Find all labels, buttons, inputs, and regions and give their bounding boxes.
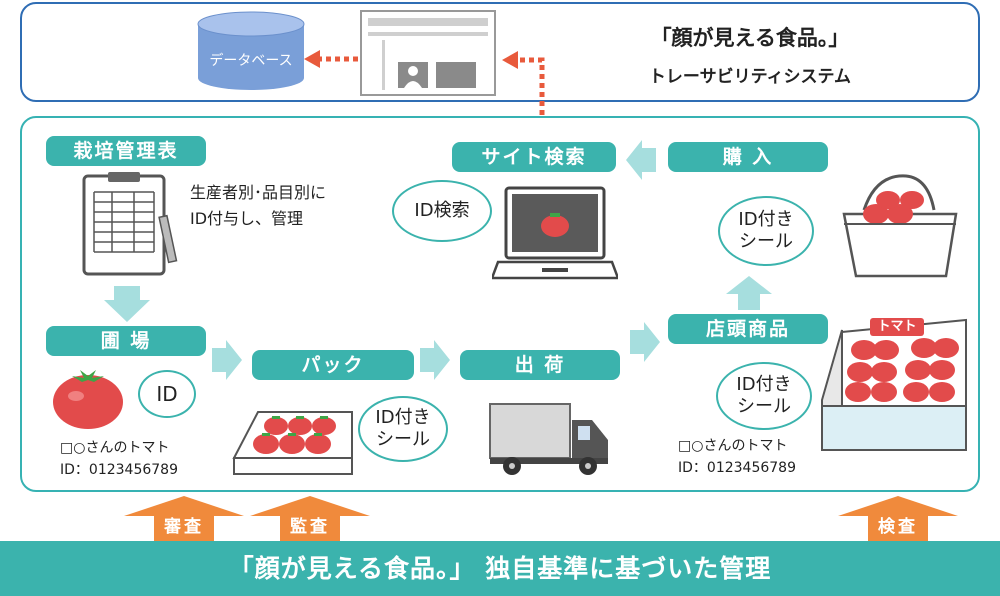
tomato-tag: トマト bbox=[877, 319, 917, 334]
arrow-to-database-icon bbox=[304, 50, 358, 68]
site-search-label: サイト検索 bbox=[452, 142, 616, 172]
webpage-icon bbox=[360, 10, 496, 96]
flow-arrow-right-icon bbox=[420, 340, 450, 380]
id-search-bubble: ID検索 bbox=[392, 180, 492, 242]
laptop-icon bbox=[492, 186, 618, 280]
cultivation-record-label: 栽培管理表 bbox=[46, 136, 206, 166]
shipping-label: 出 荷 bbox=[460, 350, 620, 380]
farm-producer-text: □○さんのトマト bbox=[60, 440, 170, 456]
pack-label: パック bbox=[252, 350, 414, 380]
farm-id-text: ID：0123456789 bbox=[60, 462, 178, 478]
system-panel bbox=[20, 2, 980, 102]
farm-label: 圃 場 bbox=[46, 326, 206, 356]
flow-arrow-right-icon bbox=[212, 340, 242, 380]
purchase-label: 購 入 bbox=[668, 142, 828, 172]
audit-arrow: 監査 bbox=[250, 496, 370, 542]
tomato-icon bbox=[53, 370, 123, 429]
purchase-id-sticker-bubble: ID付き シール bbox=[718, 196, 814, 266]
footer-banner: 「顔が見える食品。」 独自基準に基づいた管理 bbox=[0, 541, 1000, 596]
database-label: データベース bbox=[209, 53, 293, 69]
store-id-sticker-bubble: ID付き シール bbox=[716, 362, 812, 430]
clipboard-icon bbox=[82, 172, 178, 276]
flow-arrow-up-icon bbox=[726, 276, 772, 310]
flow-arrow-down-icon bbox=[104, 286, 150, 322]
review-label: 審査 bbox=[164, 517, 204, 537]
database-icon bbox=[197, 11, 305, 90]
review-arrow: 審査 bbox=[124, 496, 244, 542]
pack-id-sticker-bubble: ID付き シール bbox=[358, 396, 448, 462]
store-producer-text: □○さんのトマト bbox=[678, 438, 788, 454]
inspection-arrow: 検査 bbox=[838, 496, 958, 542]
inspection-label: 検査 bbox=[878, 517, 918, 537]
up-arrow-icon bbox=[124, 496, 244, 542]
system-subtitle: トレーサビリティシステム bbox=[648, 67, 852, 87]
audit-label: 監査 bbox=[290, 517, 330, 537]
store-id-text: ID：0123456789 bbox=[678, 460, 796, 476]
system-title: 「顔が見える食品。」 bbox=[650, 26, 850, 50]
flow-arrow-right-icon bbox=[630, 322, 660, 362]
id-assign-note-line1: 生産者別･品目別に bbox=[190, 183, 327, 202]
store-shelf-icon bbox=[821, 318, 967, 451]
id-bubble: ID bbox=[138, 370, 196, 418]
tomato-pack-icon bbox=[232, 411, 353, 475]
truck-icon bbox=[489, 403, 608, 475]
up-arrow-icon bbox=[250, 496, 370, 542]
id-assign-note-line2: ID付与し、管理 bbox=[190, 209, 304, 228]
store-product-label: 店頭商品 bbox=[668, 314, 828, 344]
up-arrow-icon bbox=[838, 496, 958, 542]
flow-arrow-left-icon bbox=[626, 140, 656, 180]
shopping-basket-icon bbox=[842, 174, 958, 278]
arrow-search-to-web-icon bbox=[502, 51, 545, 142]
